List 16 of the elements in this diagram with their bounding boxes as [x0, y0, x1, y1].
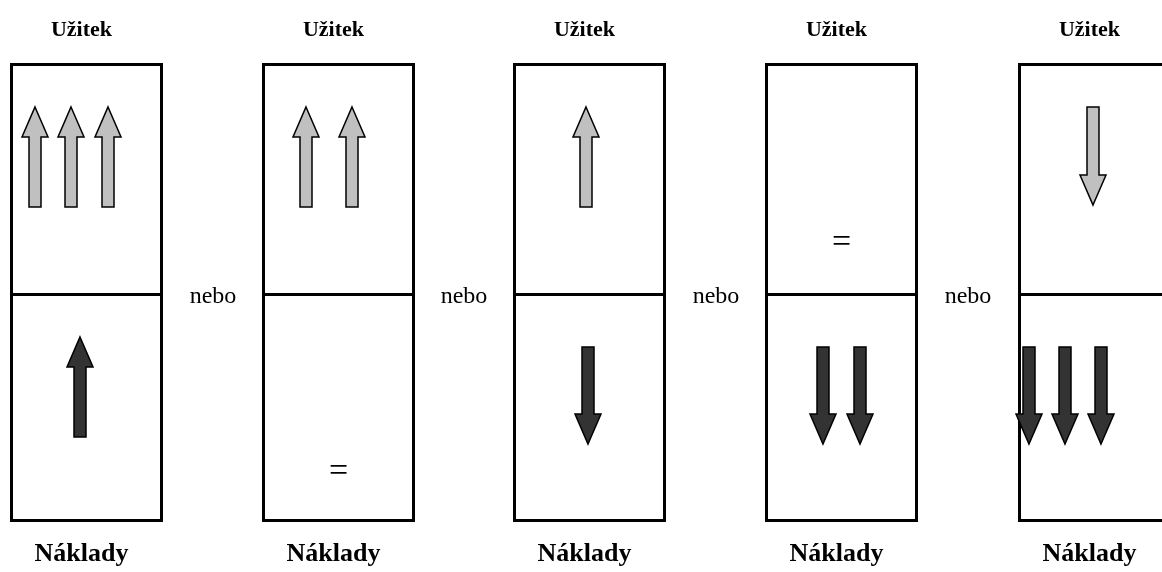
connector-word: nebo — [189, 281, 237, 310]
panel-footer: Náklady — [1042, 538, 1137, 568]
panel-heading: Užitek — [302, 16, 365, 42]
panel-footer: Náklady — [789, 538, 884, 568]
panel-heading: Užitek — [50, 16, 113, 42]
panel-footer: Náklady — [537, 538, 632, 568]
panel-footer: Náklady — [286, 538, 381, 568]
equals-sign: = — [831, 224, 852, 258]
panel-heading: Užitek — [805, 16, 868, 42]
connector-word: nebo — [440, 281, 488, 310]
connector-word: nebo — [944, 281, 992, 310]
equals-sign: = — [328, 453, 349, 487]
panel-heading: Užitek — [553, 16, 616, 42]
connector-word: nebo — [692, 281, 740, 310]
panel-footer: Náklady — [34, 538, 129, 568]
panel-heading: Užitek — [1058, 16, 1121, 42]
